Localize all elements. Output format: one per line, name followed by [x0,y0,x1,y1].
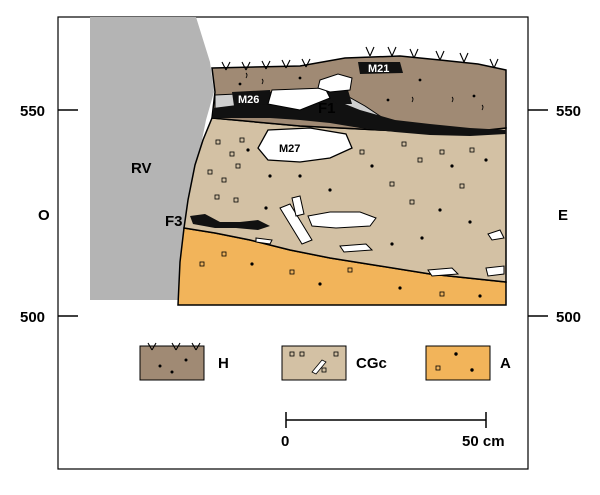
elevation-500-right: 500 [556,309,581,326]
label-m27: M27 [279,143,300,155]
stone-7 [487,229,505,241]
label-m21: M21 [368,63,389,75]
legend-label-cgc: CGc [356,355,387,372]
block-m27 [257,127,353,163]
legend-label-a: A [500,355,511,372]
label-rv: RV [131,160,152,177]
legend-item-cgc: CGc [281,345,387,381]
legend-item-h: H [139,342,229,381]
stone-6 [485,265,505,277]
legend-swatch-h-marks [158,358,188,374]
label-f1: F1 [318,100,336,117]
stone-top-1 [317,73,353,93]
elevation-550-right: 550 [556,103,581,120]
block-m26-light [267,87,331,111]
label-f3: F3 [165,213,183,230]
legend-swatch-a [425,345,491,381]
elevation-500-left: 500 [20,309,45,326]
legend-label-h: H [218,355,229,372]
hearth-f3 [190,214,270,230]
block-m26 [232,90,273,106]
scale-bar [285,412,487,428]
orientation-east: E [558,207,568,224]
legend-swatch-cgc-pebbles [289,351,339,375]
block-m21 [358,62,403,74]
rock-wall-rv [90,17,214,300]
legend-swatch-cgc [281,345,347,381]
humus-marks [245,72,484,111]
stone-1 [279,203,313,245]
legend: H CGc A [139,342,511,381]
scale-label-end: 50 cm [462,433,505,450]
label-m26: M26 [238,94,259,106]
legend-swatch-a-grains [435,352,474,372]
stone-5 [427,267,460,277]
dots [238,76,488,298]
figure-frame [57,16,529,470]
elevation-550-left: 550 [20,103,45,120]
scale-label-start: 0 [281,433,289,450]
stone-2 [307,211,377,229]
stone-3 [291,195,305,217]
surface-vegetation [221,46,499,71]
pebbles [199,137,475,297]
legend-item-a: A [425,345,511,381]
stone-4 [339,243,374,253]
legend-swatch-h [139,345,205,381]
stone-8 [255,237,273,245]
legend-swatch-h-vegetation [147,342,201,351]
orientation-west: O [38,207,50,224]
